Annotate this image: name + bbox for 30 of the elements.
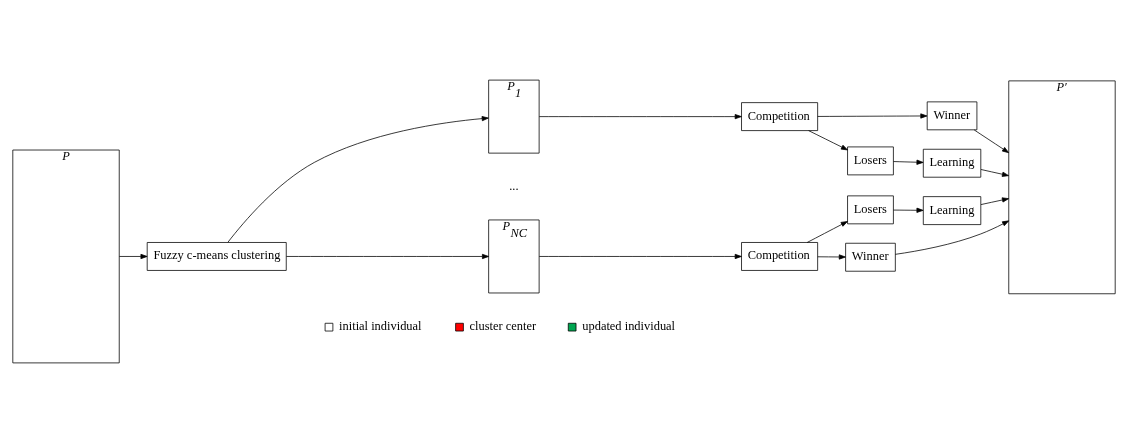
- arrow: [895, 219, 1010, 255]
- node-box: P: [12, 149, 120, 363]
- node-box: Winner: [926, 100, 978, 130]
- node-box: Winner: [845, 242, 896, 272]
- arrow: [973, 129, 1009, 153]
- node-box: P′: [1008, 80, 1116, 294]
- arrow: [119, 253, 148, 259]
- arrow: [286, 253, 489, 259]
- arrow: [817, 112, 928, 119]
- node-box: Losers: [847, 194, 894, 224]
- legend-label: cluster center: [469, 318, 537, 333]
- arrow: [980, 168, 1009, 177]
- arrow: [808, 129, 848, 150]
- arrow: [980, 196, 1009, 205]
- node-box: Competition: [741, 241, 819, 271]
- legend-label: updated individual: [582, 318, 676, 333]
- arrow: [806, 220, 848, 243]
- arrow: [227, 115, 489, 243]
- legend-label: initial individual: [339, 318, 422, 333]
- node-box: Losers: [847, 146, 894, 175]
- node-box: Fuzzy c-means clustering: [146, 241, 287, 271]
- arrow: [538, 253, 742, 259]
- node-box: Learning: [922, 195, 982, 225]
- arrow: [538, 113, 742, 119]
- arrow: [817, 253, 846, 260]
- node-box: Learning: [922, 148, 982, 178]
- arrow: [893, 159, 924, 165]
- node-box: Competition: [741, 101, 819, 131]
- arrow: [893, 207, 924, 213]
- label: ...: [509, 177, 519, 192]
